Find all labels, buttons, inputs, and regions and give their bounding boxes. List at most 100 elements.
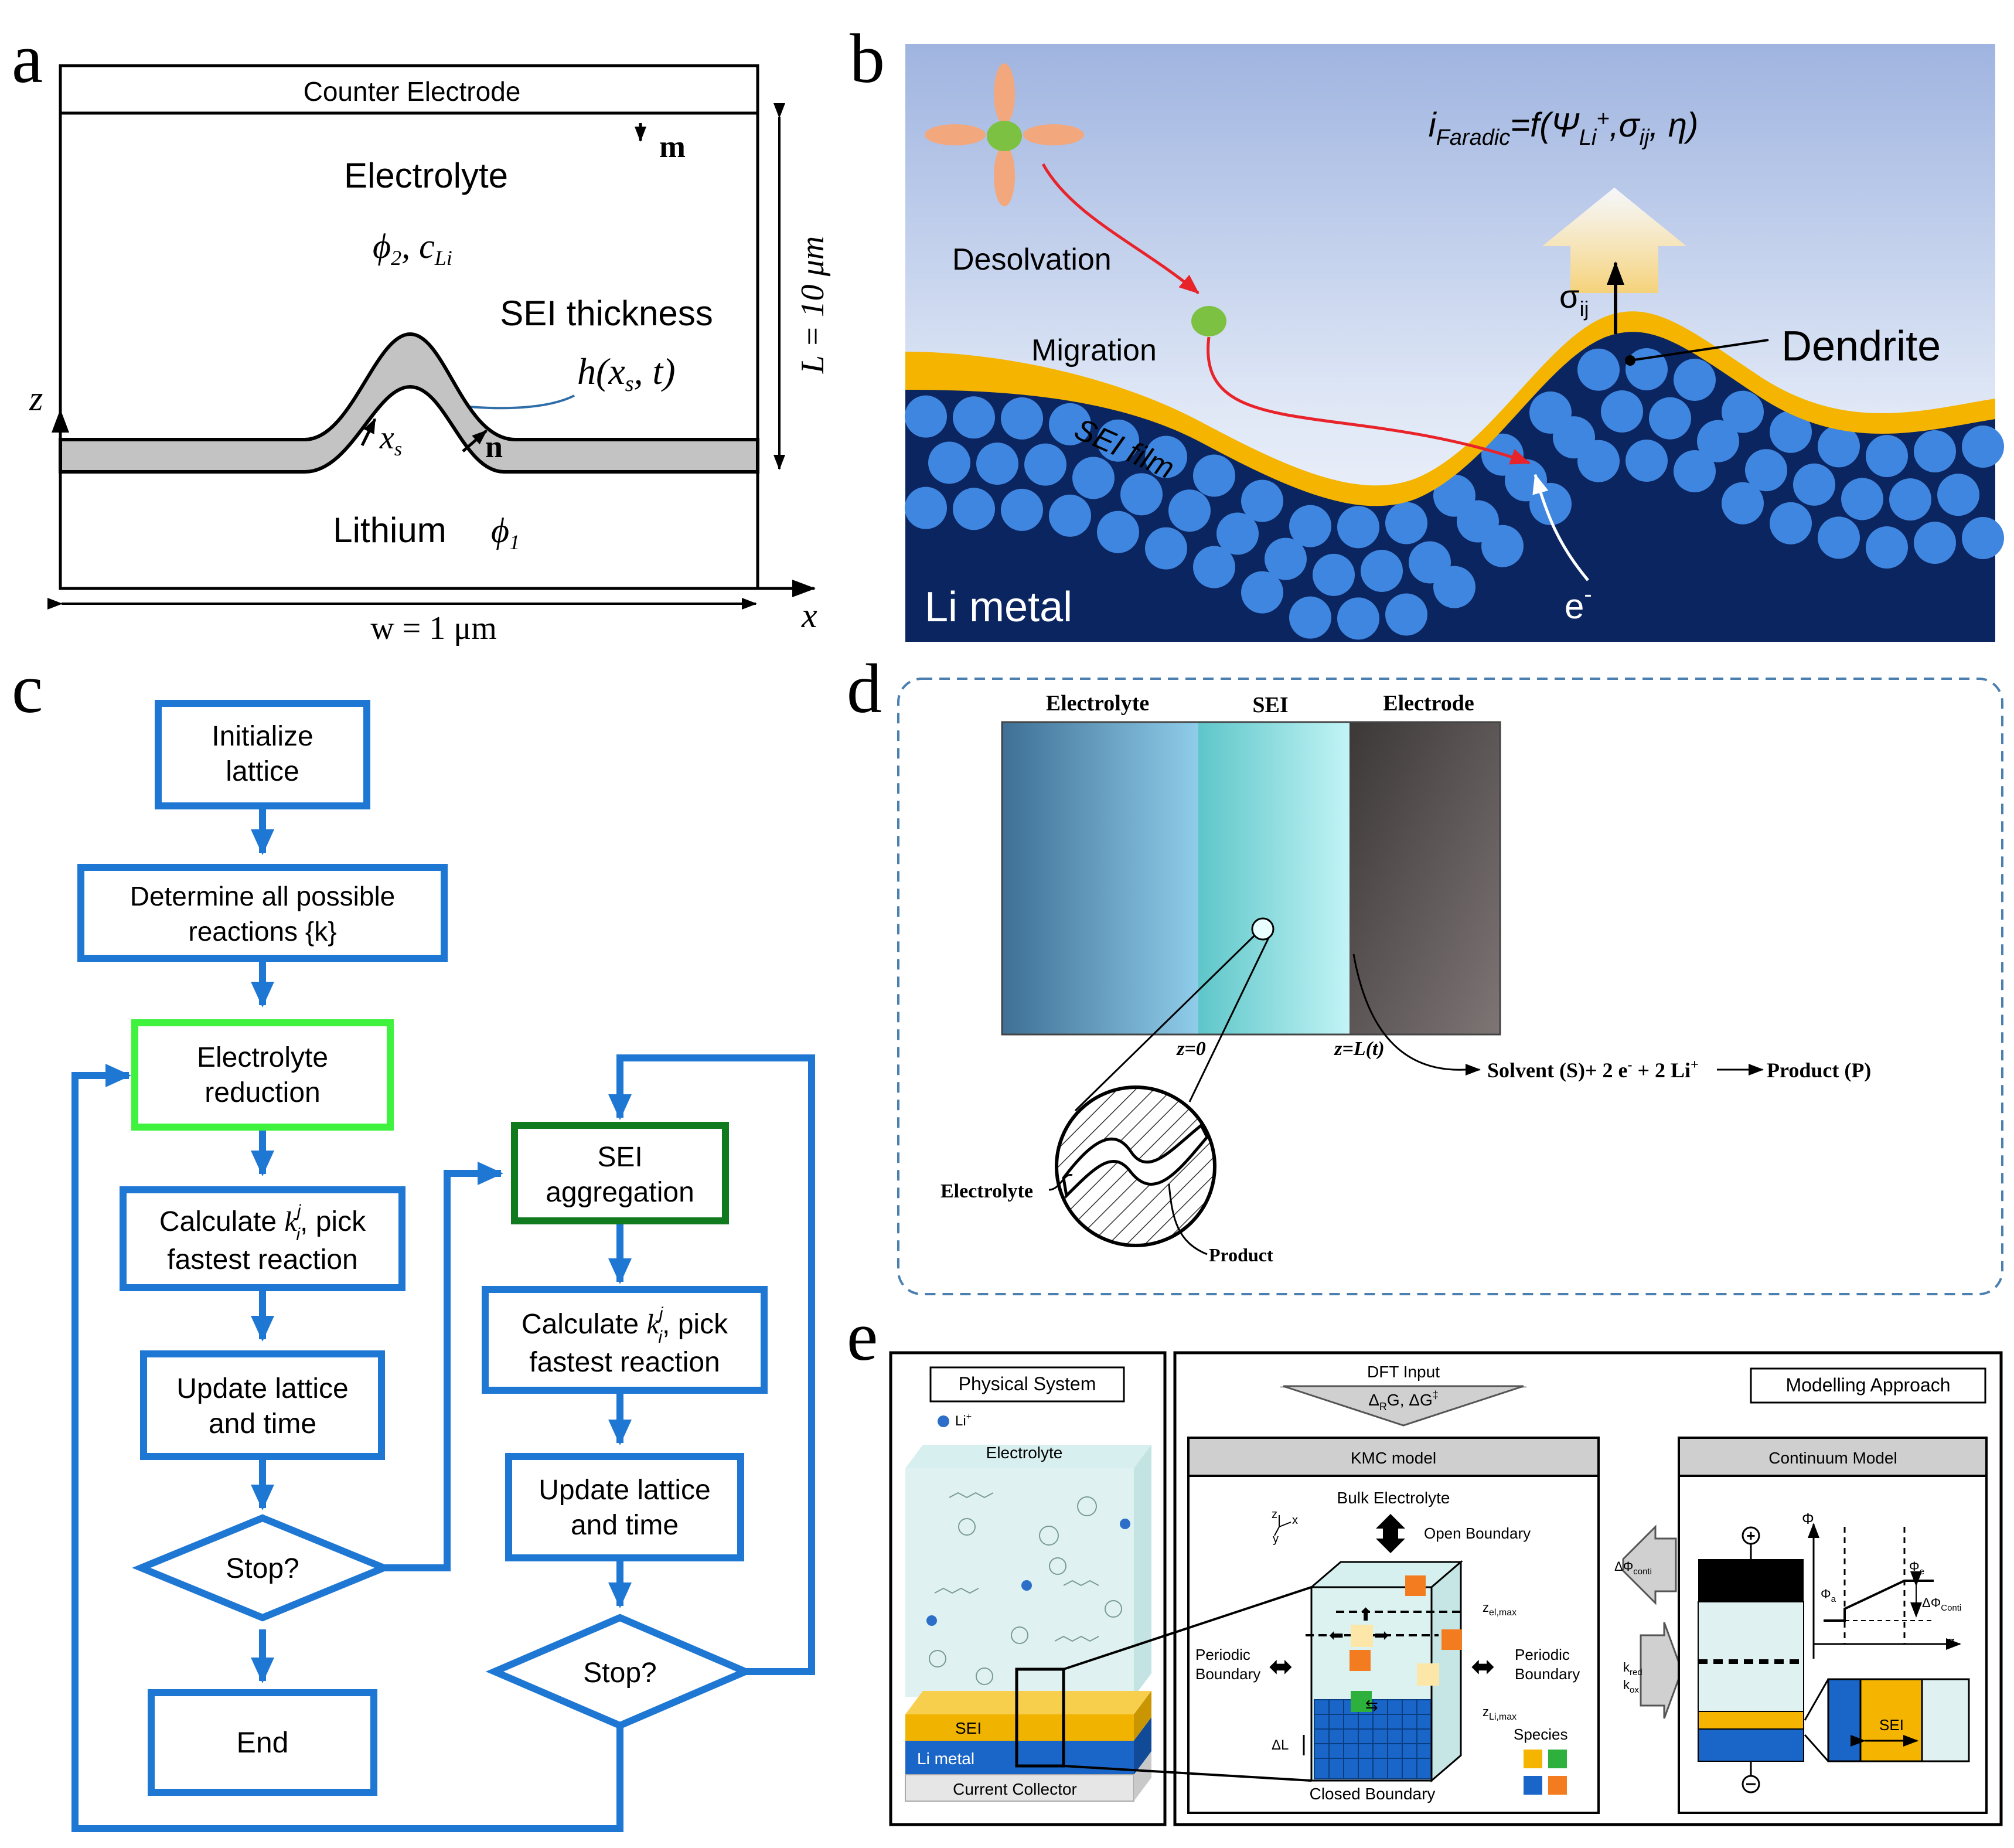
li-particle (1674, 359, 1716, 401)
sei-column-title: SEI (1252, 693, 1288, 717)
update-right-line2: and time (571, 1510, 679, 1541)
periodic-left-label-1: Periodic (1195, 1646, 1250, 1663)
li-particle (1313, 553, 1355, 596)
li-particle (1649, 397, 1691, 440)
li-particle (1770, 410, 1812, 453)
current-collector-slab (905, 1774, 1134, 1802)
axis-y-label: y (1273, 1533, 1279, 1546)
electrolyte-region (1002, 722, 1198, 1034)
n-normal-label: n (485, 429, 503, 464)
periodic-left-label-2: Boundary (1195, 1665, 1260, 1683)
li-particle (1962, 426, 2004, 468)
sei-region (1198, 722, 1350, 1034)
stop-right-label: Stop? (583, 1658, 656, 1689)
panel-letter-e: e (847, 1297, 878, 1375)
li-metal-slab-side (1134, 1717, 1151, 1775)
li-particle (1265, 537, 1307, 580)
continuum-zoom-line-bottom (1804, 1734, 1829, 1762)
li-ion-solvated (987, 121, 1022, 151)
z-axis-continuum-label: z (1948, 1634, 1955, 1649)
li-particle (1601, 390, 1643, 433)
z-axis-label: z (29, 379, 43, 418)
zoom-region-box (1015, 1667, 1065, 1768)
species-cube-orange-1 (1405, 1575, 1426, 1596)
lithium-lattice-cubes (1314, 1699, 1431, 1779)
k-ox-label: kox (1623, 1677, 1639, 1695)
delta-l-label: ΔL (1272, 1737, 1289, 1753)
zoom-line-right (1188, 937, 1270, 1102)
li-particle (1481, 525, 1524, 567)
migration-label: Migration (1031, 333, 1157, 367)
electron-label: e- (1565, 581, 1592, 626)
li-particle (1216, 512, 1259, 555)
li-ion-legend-label: Li+ (955, 1412, 972, 1429)
desolvation-path-arrow (1041, 163, 1199, 294)
species-legend-blue (1524, 1776, 1542, 1795)
li-particle (1049, 403, 1091, 445)
continuum-electrolyte-block (1698, 1601, 1804, 1712)
continuum-li-block (1698, 1728, 1804, 1762)
phi-a-label: Φa (1821, 1587, 1836, 1604)
li-particle (1770, 502, 1812, 544)
li-particle (1241, 479, 1283, 522)
phi2-label: ϕ2, cLi (373, 227, 452, 270)
exchange-arrow: ⇆ (1365, 1696, 1378, 1714)
electron-path-arrow (1532, 474, 1589, 581)
li-particle (1097, 511, 1139, 553)
determine-reactions-box (77, 864, 448, 962)
faradic-formula: iFaradic=f(ΨLi+,σij, η) (1429, 106, 1699, 150)
solvent-petal-right (1023, 124, 1084, 145)
electrolyte-reduction-line1: Electrolyte (197, 1042, 328, 1073)
rate-exchange-arrow (1640, 1622, 1683, 1719)
continuum-zoom-sei-label: SEI (1879, 1716, 1904, 1734)
panel-letter-c: c (12, 649, 43, 727)
bulk-electrolyte-label: Bulk Electrolyte (1337, 1489, 1450, 1507)
periodic-right-label-2: Boundary (1515, 1665, 1580, 1683)
li-particle (1745, 449, 1787, 492)
li-particle (1937, 474, 1979, 516)
stop-decision-right (485, 1614, 755, 1730)
li-particle (1793, 463, 1835, 506)
li-particle (928, 441, 970, 484)
li-particle (1072, 457, 1115, 499)
axis-z-label: z (1272, 1508, 1277, 1521)
panel-letter-b: b (850, 19, 885, 97)
physical-system-frame (889, 1351, 1167, 1826)
panel-c-kmc-flowchart: c Initialize lattice Determine all possi… (12, 649, 815, 1832)
li-particle (1914, 522, 1956, 564)
x-axis-label: x (801, 596, 817, 635)
species-label: Species (1514, 1726, 1568, 1743)
desolvation-label: Desolvation (952, 243, 1112, 277)
calculate-left-line2: fastest reaction (167, 1244, 358, 1275)
xs-label: xs (379, 420, 402, 460)
solvent-petal-top (994, 63, 1015, 124)
species-legend-green (1548, 1750, 1567, 1768)
li-particle (1577, 348, 1620, 391)
kmc-model-header (1187, 1437, 1600, 1477)
calculate-rates-box-right (482, 1286, 768, 1394)
li-particle (905, 395, 947, 438)
species-cube-green (1351, 1691, 1372, 1712)
li-particle (1841, 478, 1883, 520)
li-particle (953, 396, 995, 439)
li-particle (1818, 516, 1860, 559)
species-cube-orange-3 (1350, 1650, 1371, 1671)
li-ion-migrating (1191, 306, 1226, 336)
li-particle (1193, 546, 1235, 588)
migration-path-arrow (1207, 336, 1531, 465)
modelling-approach-title: Modelling Approach (1785, 1374, 1950, 1396)
update-right-line1: Update lattice (539, 1475, 711, 1506)
z-elmax-label: zel,max (1483, 1600, 1517, 1618)
li-particle (1241, 571, 1283, 614)
width-label: w = 1 μm (370, 610, 497, 646)
li-particle (976, 443, 1018, 485)
sigma-ij-label: σij (1559, 278, 1589, 321)
modelling-approach-frame (1173, 1351, 2003, 1826)
inset-electrolyte-pointer (1048, 1174, 1073, 1191)
stop-left-label: Stop? (226, 1553, 299, 1584)
sei-aggregation-line1: SEI (597, 1142, 642, 1173)
electrolyte-box (905, 1468, 1134, 1697)
periodic-left-arrow: ⬌ (1269, 1650, 1293, 1683)
li-particle (1385, 593, 1427, 636)
